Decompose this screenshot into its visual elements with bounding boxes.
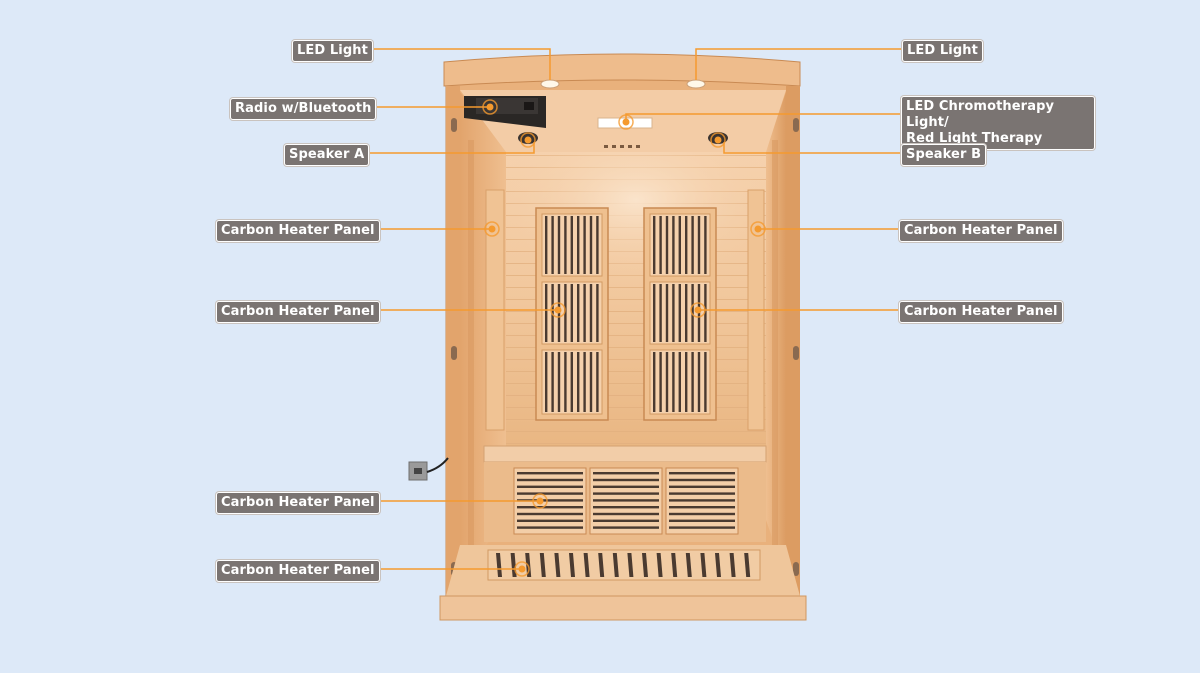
marker-heater-back-left — [550, 302, 566, 318]
base-plinth — [439, 595, 807, 621]
label-heater-floor: Carbon Heater Panel — [216, 560, 380, 582]
marker-radio — [482, 99, 498, 115]
label-chromotherapy-line1: LED Chromotherapy Light/ — [906, 99, 1055, 130]
left-post — [446, 86, 460, 596]
label-speaker-b: Speaker B — [901, 144, 987, 166]
ceiling-led-right — [686, 79, 706, 89]
marker-speaker-a — [520, 132, 536, 148]
floor-slat — [554, 553, 561, 577]
floor-slat — [583, 553, 590, 577]
floor-heater-slats — [487, 549, 761, 581]
label-heater-under-bench: Carbon Heater Panel — [216, 492, 380, 514]
floor-slat — [569, 553, 575, 577]
floor-slat — [700, 553, 707, 577]
floor-slat — [671, 553, 678, 577]
marker-heater-side-right — [750, 221, 766, 237]
label-radio-bluetooth: Radio w/Bluetooth — [230, 98, 377, 120]
label-led-light-right: LED Light — [902, 40, 983, 62]
floor-slat — [744, 553, 751, 577]
leader-led-right — [695, 48, 901, 80]
marker-heater-under-bench — [532, 493, 548, 509]
floor-slat — [685, 553, 692, 577]
label-led-light-left: LED Light — [292, 40, 373, 62]
back-heater-panels — [535, 207, 717, 421]
floor-slat — [656, 553, 663, 577]
bench-heater-panel-3 — [665, 467, 739, 535]
back-panel-right — [643, 207, 717, 421]
label-heater-back-right: Carbon Heater Panel — [899, 301, 1063, 323]
floor-slat — [539, 553, 546, 577]
callout-leaders — [364, 48, 901, 577]
leader-led-left — [364, 48, 551, 80]
bench-top — [483, 445, 767, 463]
marker-speaker-b — [710, 132, 726, 148]
floor-slat — [612, 553, 619, 577]
label-chromotherapy: LED Chromotherapy Light/ Red Light Thera… — [901, 96, 1095, 150]
floor-slat — [627, 553, 634, 577]
marker-heater-side-left — [484, 221, 500, 237]
bench-heater-panel-2 — [589, 467, 663, 535]
label-heater-back-left: Carbon Heater Panel — [216, 301, 380, 323]
marker-heater-back-right — [690, 302, 706, 318]
leader-speaker-a — [364, 142, 535, 154]
label-speaker-a: Speaker A — [284, 144, 370, 166]
marker-chromotherapy — [618, 114, 634, 130]
floor-slat — [496, 553, 502, 577]
leader-speaker-b — [723, 142, 900, 154]
label-chromotherapy-line2: Red Light Therapy — [906, 131, 1043, 146]
ceiling-led-left — [540, 79, 560, 89]
floor-slat-frame — [487, 549, 761, 581]
right-post — [786, 86, 800, 596]
floor-slat — [598, 553, 605, 577]
back-panel-left — [535, 207, 609, 421]
floor-slat — [729, 553, 736, 577]
floor-slat — [715, 553, 721, 577]
label-heater-side-left: Carbon Heater Panel — [216, 220, 380, 242]
floor-slat — [642, 553, 648, 577]
label-heater-side-right: Carbon Heater Panel — [899, 220, 1063, 242]
marker-heater-floor — [514, 561, 530, 577]
